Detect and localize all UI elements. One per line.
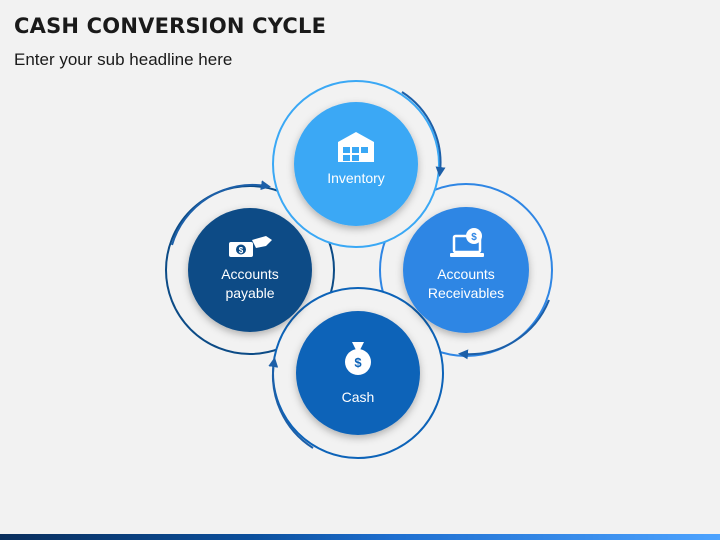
- svg-text:$: $: [239, 246, 244, 255]
- arrow-cash-to-payable: [268, 357, 314, 449]
- label-cash: Cash: [342, 389, 375, 405]
- svg-text:$: $: [471, 232, 477, 243]
- page-title: CASH CONVERSION CYCLE: [14, 14, 327, 38]
- label-accounts-payable-line1: Accounts: [221, 266, 279, 282]
- arrow-receivables-to-cash: [458, 299, 550, 360]
- bottom-accent-bar: [0, 534, 720, 540]
- laptop-dollar-icon: $: [450, 228, 484, 257]
- warehouse-icon: [338, 132, 374, 162]
- svg-text:$: $: [354, 355, 362, 370]
- node-accounts-receivables: [403, 207, 529, 333]
- label-accounts-receivables-line2: Receivables: [428, 285, 504, 301]
- label-accounts-receivables-line1: Accounts: [437, 266, 495, 282]
- node-accounts-payable: [188, 208, 312, 332]
- node-inventory: [294, 102, 418, 226]
- arrow-payable-to-inventory: [171, 180, 271, 246]
- arrow-inventory-to-receivables: [401, 91, 446, 177]
- label-inventory: Inventory: [327, 170, 385, 186]
- cash-hand-icon: $: [229, 236, 272, 257]
- label-accounts-payable-line2: payable: [225, 285, 274, 301]
- money-bag-icon: $: [345, 342, 371, 375]
- page-subtitle: Enter your sub headline here: [14, 50, 233, 69]
